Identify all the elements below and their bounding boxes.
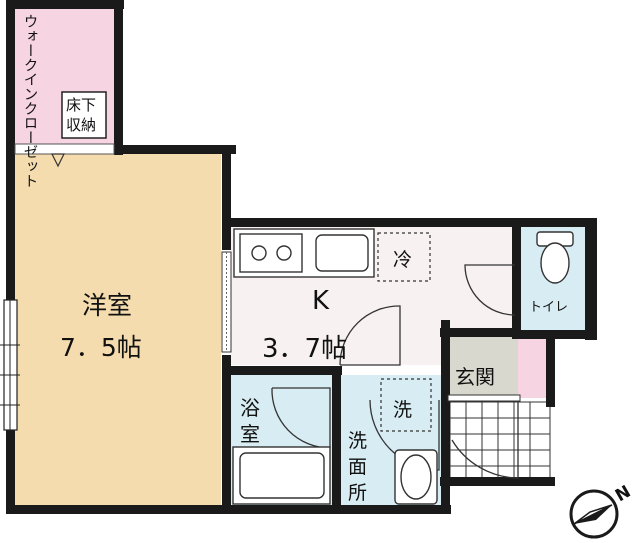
toilet-door	[464, 264, 516, 316]
western-room-floor	[14, 153, 221, 506]
kitchen-counter	[233, 228, 375, 278]
washroom-label-3: 所	[348, 482, 368, 504]
western-room-size: 7．5帖	[60, 333, 142, 362]
kitchen-door	[339, 305, 401, 366]
bath-label-1: 浴	[240, 396, 260, 420]
bath-label-2: 室	[240, 422, 260, 446]
toilet-label: トイレ	[529, 300, 569, 315]
entrance-floor	[448, 337, 518, 400]
refrigerator-label: 冷	[393, 249, 413, 271]
washroom-label-2: 面	[348, 456, 368, 478]
washbasin	[394, 449, 438, 505]
underfloor-storage-label-1: 床下	[66, 96, 97, 114]
kitchen-name: K	[312, 286, 330, 316]
walk-in-closet-label: ウォークインクローゼット	[21, 14, 38, 188]
entrance-pink-wall	[518, 337, 548, 398]
closet-door-mark	[51, 153, 65, 168]
western-room-name: 洋室	[82, 291, 133, 320]
bathtub	[232, 446, 331, 505]
entrance-label: 玄関	[455, 365, 495, 389]
front-door	[451, 400, 519, 479]
refrigerator-space	[377, 232, 431, 282]
kitchen-size: 3．7帖	[262, 334, 348, 364]
underfloor-storage-label-2: 収納	[66, 116, 97, 134]
underfloor-storage-box	[61, 91, 107, 139]
entrance-tile-grid	[449, 401, 551, 481]
washer-label: 洗	[393, 399, 413, 421]
entrance-step-line	[447, 394, 521, 402]
left-window	[0, 299, 20, 431]
toilet-fixture	[536, 231, 574, 284]
washroom-label-1: 洗	[348, 430, 368, 452]
room-kitchen-opening	[221, 251, 232, 353]
washer-space	[380, 378, 432, 432]
compass-icon	[569, 489, 619, 539]
